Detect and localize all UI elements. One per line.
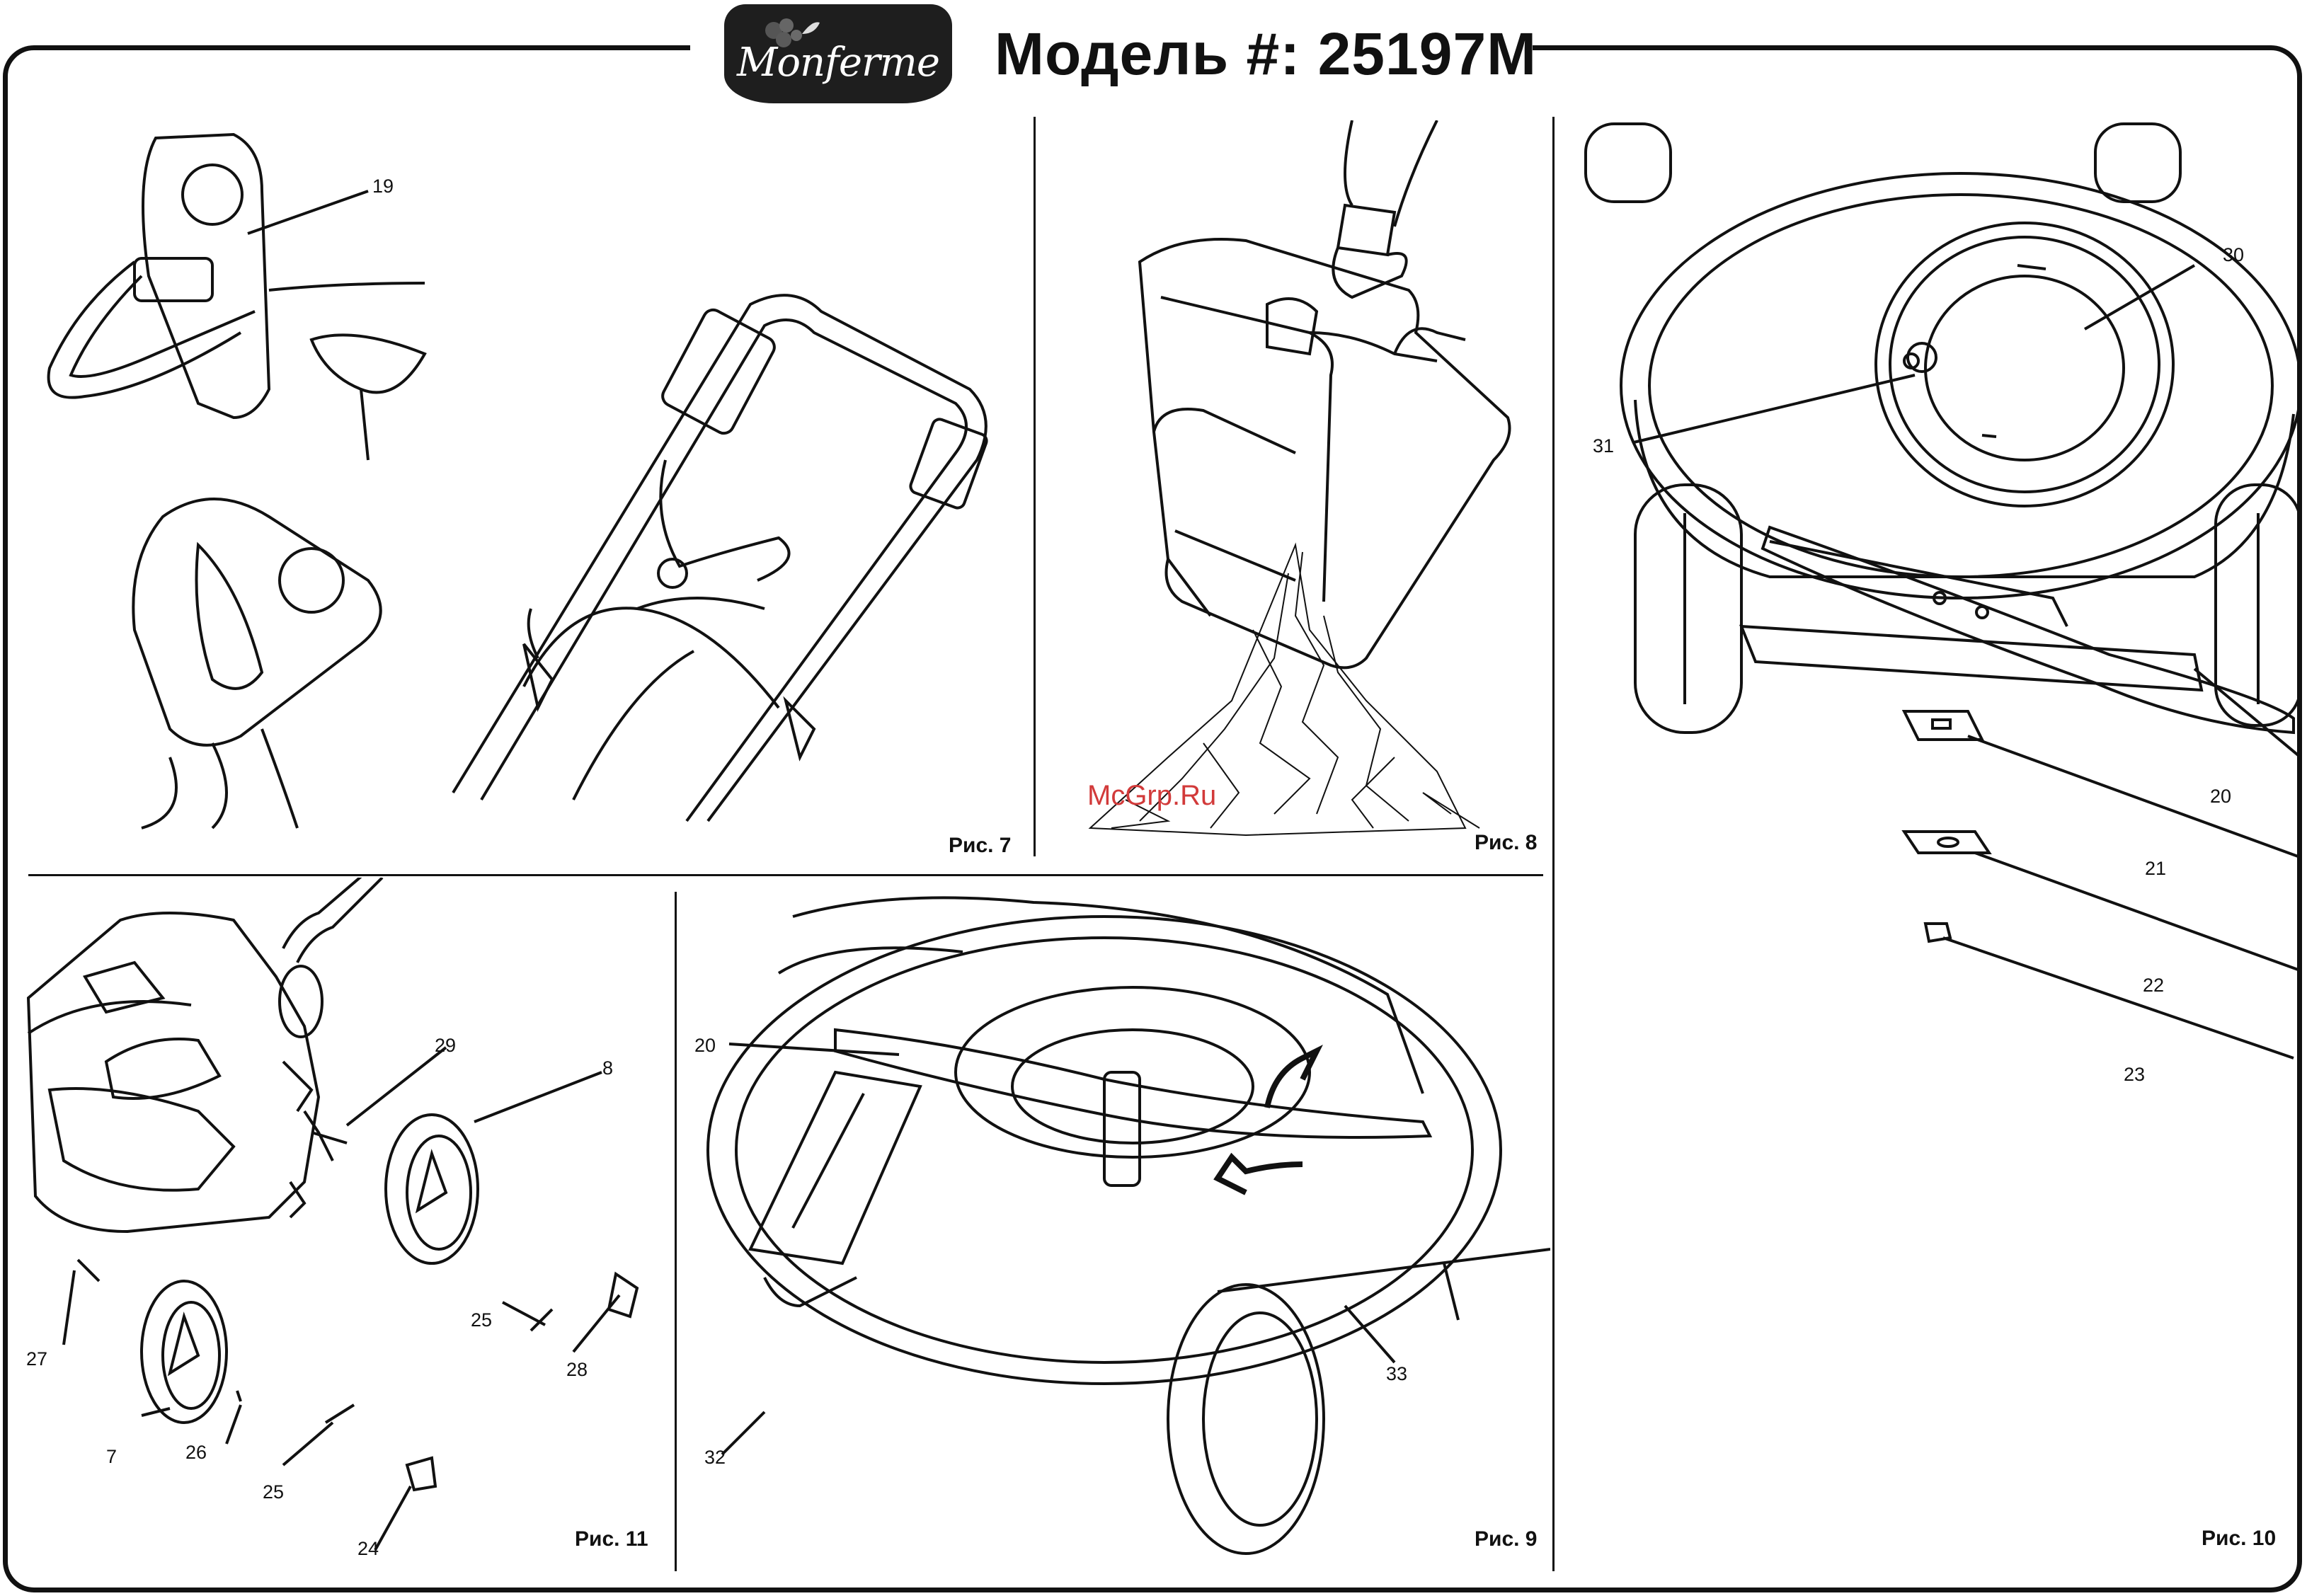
- callout-23: 23: [2124, 1064, 2145, 1086]
- callout-28: 28: [566, 1359, 588, 1381]
- brand-logo: Monferme: [724, 4, 952, 103]
- fig7-illustration: [28, 120, 1026, 856]
- fig9-label: Рис. 9: [1475, 1527, 1538, 1551]
- fig10-illustration: [1557, 117, 2301, 1108]
- fig7-label: Рис. 7: [949, 834, 1012, 858]
- vertical-divider-fig11-fig9: [675, 892, 677, 1571]
- watermark: McGrp.Ru: [1087, 780, 1216, 812]
- fig11-illustration: [21, 878, 672, 1564]
- callout-7: 7: [106, 1446, 117, 1468]
- callout-24: 24: [357, 1538, 379, 1560]
- fig8-label: Рис. 8: [1475, 831, 1538, 855]
- horizontal-divider: [28, 874, 1543, 876]
- callout-25-lower: 25: [263, 1481, 284, 1503]
- callout-22: 22: [2143, 975, 2164, 997]
- fig8-illustration: [1041, 120, 1543, 856]
- callout-33: 33: [1386, 1363, 1407, 1385]
- callout-8: 8: [602, 1057, 613, 1079]
- callout-29: 29: [435, 1035, 456, 1057]
- callout-19: 19: [372, 176, 394, 197]
- fig9-illustration: [680, 881, 1550, 1568]
- callout-25-upper: 25: [471, 1309, 492, 1331]
- callout-27: 27: [26, 1348, 47, 1370]
- callout-21: 21: [2145, 858, 2166, 880]
- callout-20-fig9: 20: [694, 1035, 716, 1057]
- fig10-label: Рис. 10: [2202, 1527, 2276, 1551]
- fig11-label: Рис. 11: [575, 1527, 648, 1551]
- callout-20-fig10: 20: [2210, 786, 2231, 808]
- callout-32: 32: [704, 1447, 726, 1469]
- model-title: Модель #: 25197M: [995, 20, 1537, 88]
- vertical-divider-fig8-fig10: [1552, 117, 1555, 1571]
- callout-26: 26: [185, 1442, 207, 1464]
- callout-30: 30: [2223, 244, 2244, 266]
- vertical-divider-fig7-fig8: [1034, 117, 1036, 856]
- brand-name: Monferme: [737, 40, 939, 86]
- callout-31: 31: [1593, 435, 1614, 457]
